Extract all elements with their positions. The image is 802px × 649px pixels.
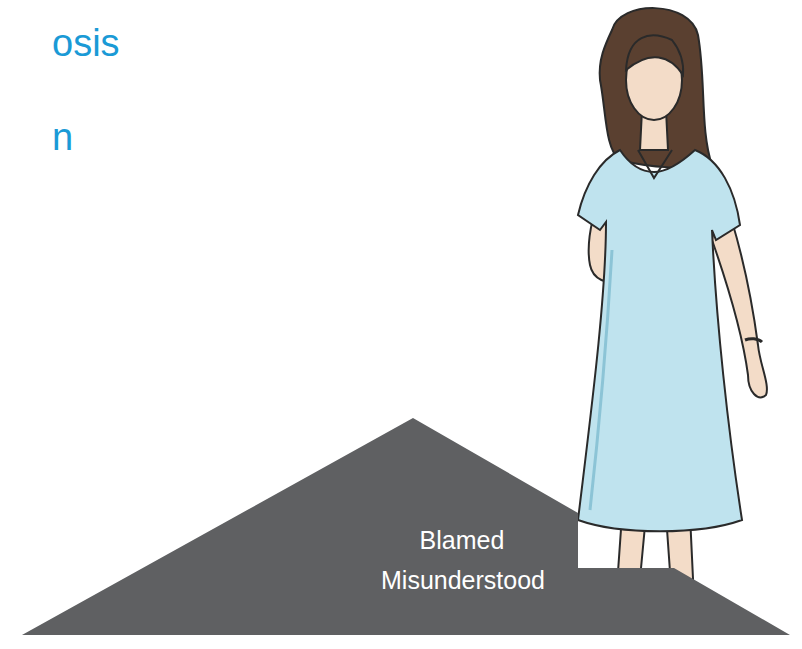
node-text: Blamed [420, 526, 505, 555]
slide-bullet-fragment: n [52, 116, 73, 159]
pyramid-outline [22, 418, 790, 635]
slide-bullet-fragment: osis [52, 22, 120, 65]
pyramid-band: BlamedMisunderstood [22, 418, 790, 635]
node-text: Misunderstood [381, 566, 545, 595]
pyramid-shape [22, 418, 790, 635]
